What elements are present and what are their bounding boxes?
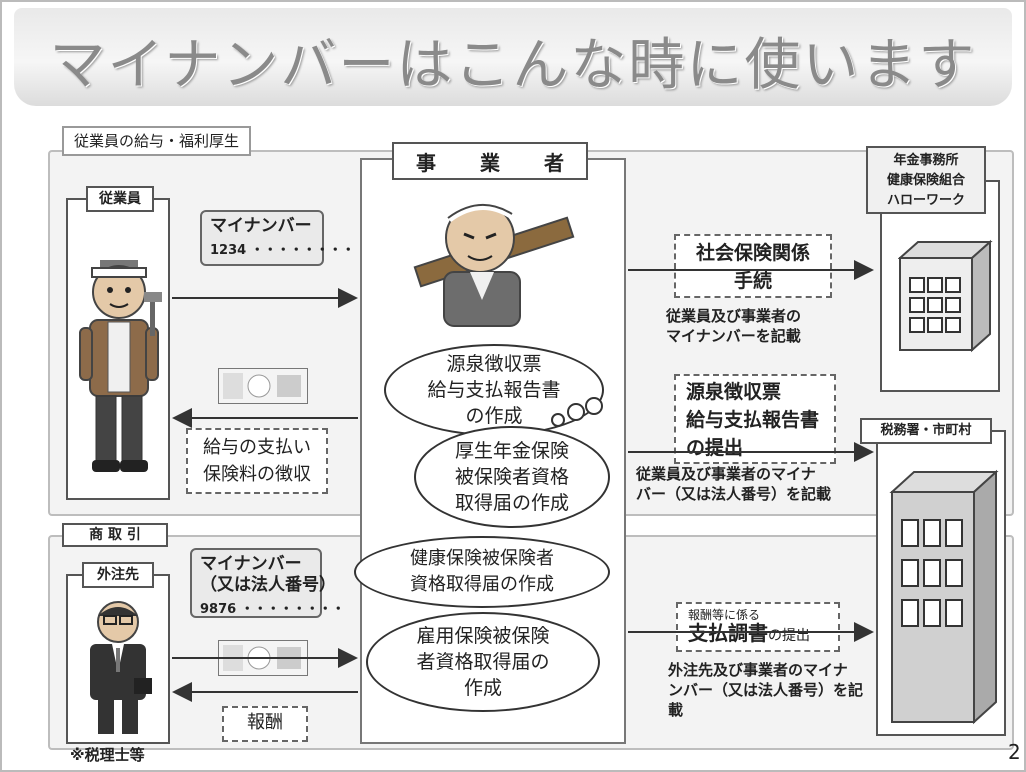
tax-office-label: 税務署・市町村 (860, 418, 992, 444)
fee-box: 報酬 (222, 706, 308, 742)
contractor-card-number: 9876 ・・・・・・・・ (200, 602, 345, 617)
contractor-label: 外注先 (82, 562, 154, 588)
contractor-footnote: ※税理士等 (70, 746, 145, 764)
pension-office-building-icon (898, 239, 993, 353)
pension-office-label: 年金事務所 健康保険組合 ハローワーク (866, 146, 986, 214)
withholding-submit-line-1: 源泉徴収票 (686, 381, 782, 403)
pension-line-1: 厚生年金保険 (454, 440, 569, 462)
payment-record-note-2: ンバー（又は法人番号）を記 (668, 681, 864, 699)
salary-line-1: 給与の支払い (203, 437, 311, 458)
employer-label-char-1: 事 (416, 150, 436, 175)
thought-bubbles (551, 397, 603, 427)
title-banner (14, 8, 1012, 106)
pension-office-label-3: ハローワーク (886, 193, 965, 208)
withholding-line-3: の作成 (465, 405, 523, 427)
employment-line-1: 雇用保険被保険 (416, 625, 550, 647)
employment-line-3: 作成 (463, 677, 502, 699)
worker-illustration (79, 260, 162, 472)
employee-card-title: マイナンバー (210, 216, 312, 236)
health-line-1: 健康保険被保険者 (410, 548, 554, 569)
social-insurance-line-2: 手続 (733, 270, 772, 292)
welfare-section-label: 従業員の給与・福利厚生 (62, 126, 252, 156)
pension-cloud: 厚生年金保険 被保険者資格 取得届の作成 (414, 426, 610, 528)
social-insurance-note-2: マイナンバーを記載 (666, 327, 801, 345)
banknote-icon (223, 373, 301, 399)
payment-record-main: 支払調書 (688, 621, 768, 645)
withholding-submit-box: 源泉徴収票 給与支払報告書 の提出 (674, 374, 836, 464)
employee-mynumber-card: マイナンバー 1234 ・・・・・・・・ (200, 210, 355, 266)
payment-record-small: 報酬等に係る (688, 608, 761, 622)
employer-label-char-3: 者 (544, 150, 564, 175)
salary-banknote (218, 368, 308, 404)
social-insurance-note: 従業員及び事業者の マイナンバーを記載 (666, 306, 862, 346)
pension-office-label-1: 年金事務所 (893, 153, 959, 168)
payment-record-note: 外注先及び事業者のマイナ ンバー（又は法人番号）を記 載 (668, 660, 876, 720)
employer-label-char-2: 業 (480, 150, 500, 175)
page-number: 2 (1008, 740, 1021, 764)
contractor-illustration (90, 601, 152, 734)
withholding-line-2: 給与支払報告書 (427, 379, 561, 401)
withholding-cloud: 源泉徴収票 給与支払報告書 の作成 (384, 344, 604, 436)
salary-line-2: 保険料の徴収 (203, 464, 311, 485)
contractor-card-line-1: マイナンバー (200, 554, 302, 574)
employee-label: 従業員 (86, 186, 154, 212)
slide-title: マイナンバーはこんな時に使います (49, 33, 977, 98)
payment-record-note-1: 外注先及び事業者のマイナ (668, 661, 848, 679)
pension-line-2: 被保険者資格 (454, 466, 569, 488)
trade-section-label: 商 取 引 (62, 523, 168, 547)
withholding-submit-note-1: 従業員及び事業者のマイナ (636, 465, 816, 483)
payment-record-box: 報酬等に係る 支払調書の提出 (676, 602, 840, 652)
withholding-submit-line-3: の提出 (686, 437, 744, 459)
employer-label: 事 業 者 (392, 142, 588, 180)
social-insurance-box: 社会保険関係 手続 (674, 234, 832, 298)
employment-line-2: 者資格取得届の (416, 651, 550, 673)
employer-illustration (413, 199, 575, 327)
social-insurance-note-1: 従業員及び事業者の (666, 307, 802, 325)
health-line-2: 資格取得届の作成 (410, 574, 554, 595)
banknote-icon (223, 645, 301, 671)
salary-payment-box: 給与の支払い 保険料の徴収 (186, 428, 328, 494)
withholding-submit-note-2: バー（又は法人番号）を記載 (636, 485, 832, 503)
withholding-submit-note: 従業員及び事業者のマイナ バー（又は法人番号）を記載 (636, 464, 872, 504)
withholding-line-1: 源泉徴収票 (446, 353, 542, 375)
employment-cloud: 雇用保険被保険 者資格取得届の 作成 (366, 612, 600, 712)
contractor-card-line-2: （又は法人番号） (200, 575, 336, 595)
pension-office-label-2: 健康保険組合 (886, 173, 965, 188)
employee-card-number: 1234 ・・・・・・・・ (210, 243, 355, 258)
withholding-submit-line-2: 給与支払報告書 (686, 409, 820, 431)
payment-record-note-3: 載 (668, 701, 684, 719)
contractor-mynumber-card: マイナンバー （又は法人番号） 9876 ・・・・・・・・ (190, 548, 345, 618)
social-insurance-line-1: 社会保険関係 (695, 242, 810, 264)
tax-office-building-icon (889, 469, 999, 725)
payment-record-suffix: の提出 (768, 628, 810, 644)
fee-banknote (218, 640, 308, 676)
health-cloud: 健康保険被保険者 資格取得届の作成 (354, 536, 610, 608)
pension-line-3: 取得届の作成 (454, 492, 569, 514)
